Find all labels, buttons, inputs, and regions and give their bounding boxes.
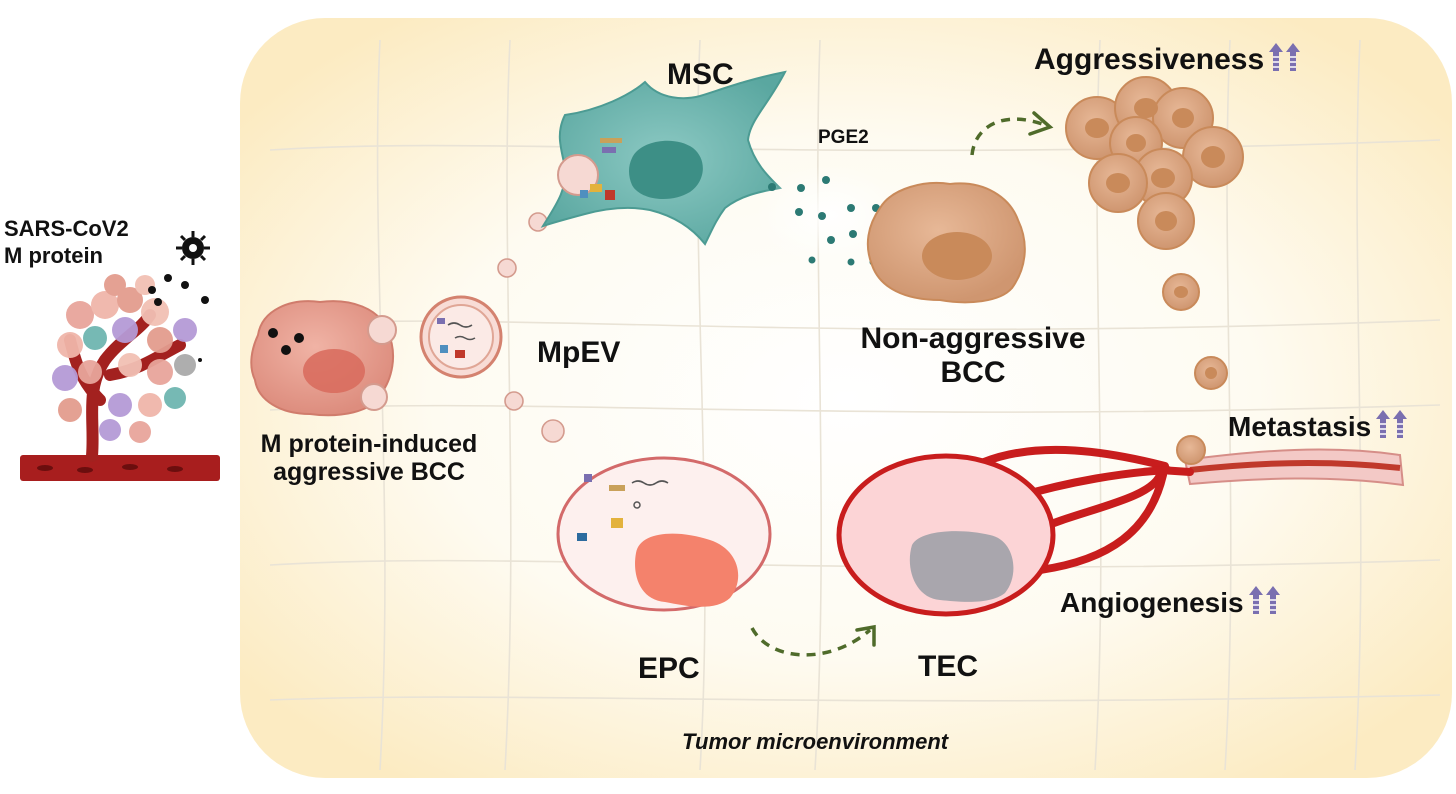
- epc-cell: [556, 456, 772, 612]
- angiogenesis-label: Angiogenesis: [1060, 586, 1282, 620]
- mpev-label: MpEV: [537, 336, 621, 369]
- metastasis-label: Metastasis: [1228, 410, 1409, 444]
- aggressive-bcc-cluster: [1065, 76, 1244, 390]
- double-up-arrow-icon: [1375, 410, 1409, 444]
- m-protein-bcc-line1: M protein-induced: [260, 430, 478, 458]
- primary-tumor-illustration: [20, 274, 220, 481]
- pge2-label: PGE2: [818, 127, 869, 148]
- msc-label: MSC: [667, 58, 734, 91]
- arrowhead-top: [1028, 111, 1054, 136]
- sars-cov2-label-line1: SARS-CoV2: [4, 216, 129, 241]
- aggressiveness-label: Aggressiveness: [1034, 43, 1302, 79]
- arrowhead-bottom: [855, 624, 876, 647]
- virus-icon: [176, 231, 210, 265]
- tec-label: TEC: [918, 650, 978, 683]
- non-aggressive-bcc-cell: [866, 182, 1026, 304]
- double-up-arrow-icon: [1268, 43, 1302, 79]
- angiogenesis-text: Angiogenesis: [1060, 587, 1244, 618]
- double-up-arrow-icon: [1248, 586, 1282, 620]
- sars-cov2-label-line2: M protein: [4, 242, 103, 268]
- sars-cov2-label: SARS-CoV2 M protein: [4, 216, 129, 268]
- metastasis-vessel: [1176, 435, 1405, 487]
- msc-cell: [540, 70, 787, 246]
- m-protein-bcc-label: M protein-induced aggressive BCC: [244, 430, 494, 486]
- aggressive-bcc-cell: [250, 300, 397, 417]
- non-aggressive-bcc-line1: Non-aggressive: [860, 322, 1086, 355]
- aggressiveness-text: Aggressiveness: [1034, 43, 1265, 76]
- metastasis-text: Metastasis: [1228, 411, 1372, 442]
- tec-cell: [836, 453, 1056, 617]
- epc-label: EPC: [638, 652, 700, 685]
- non-aggressive-bcc-line2: BCC: [940, 355, 1006, 389]
- transformation-arrow-bottom: [750, 627, 872, 657]
- mpev-vesicle: [419, 295, 503, 379]
- tumor-microenvironment-label: Tumor microenvironment: [682, 729, 949, 754]
- non-aggressive-bcc-label: Non-aggressive BCC: [848, 322, 1098, 389]
- m-protein-bcc-line2: aggressive BCC: [273, 458, 465, 486]
